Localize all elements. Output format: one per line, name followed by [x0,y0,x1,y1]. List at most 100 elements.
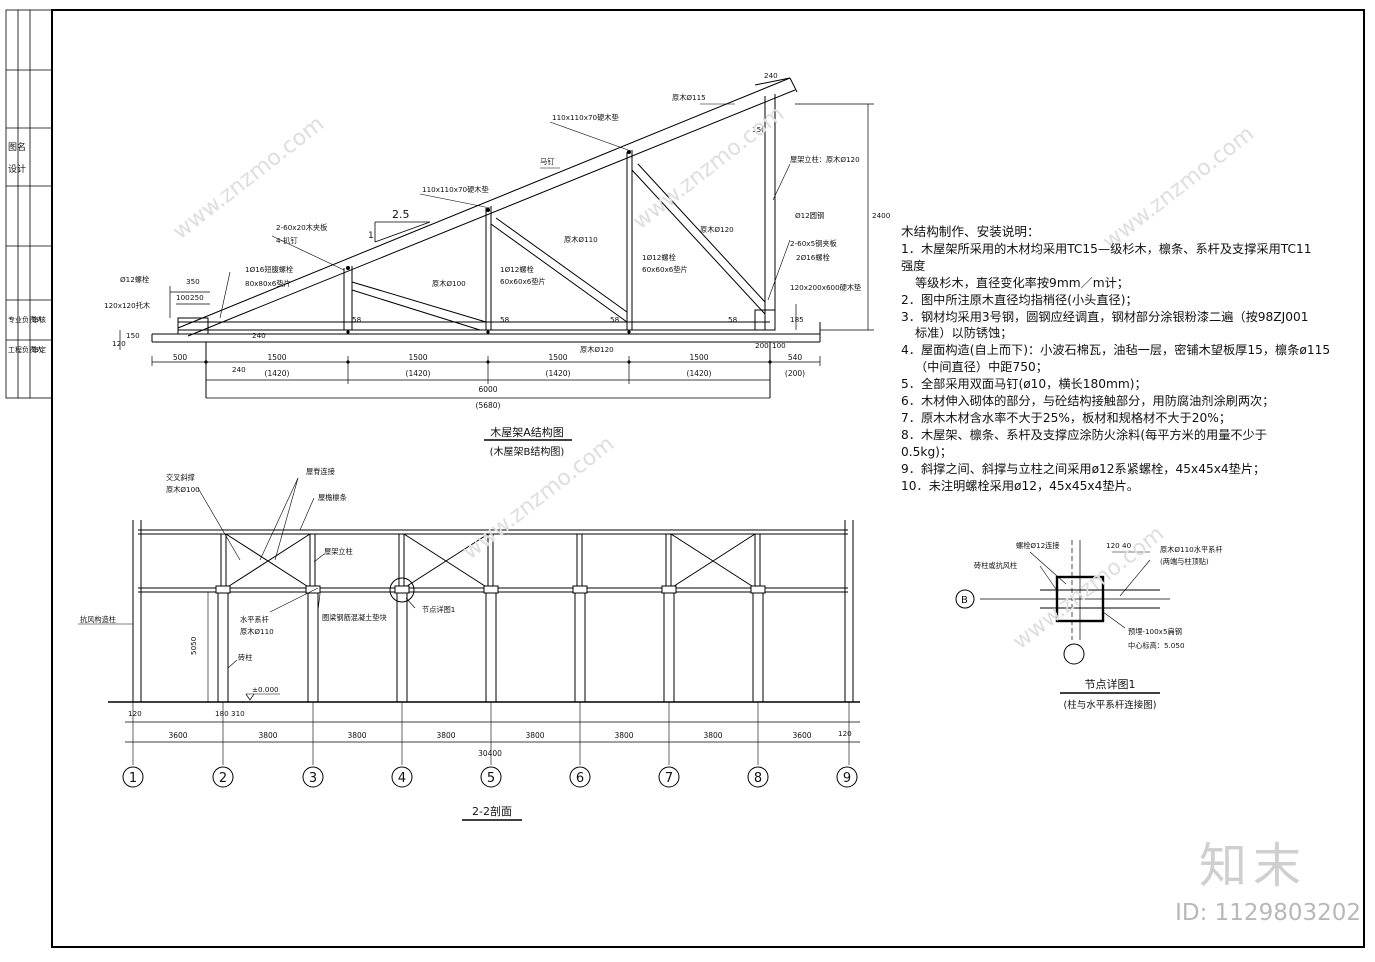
label-nail: 马钉 [540,157,554,166]
label-brace110: 原木Ø110 [564,235,598,244]
note-1: 1．木屋架所采用的木材均采用TC15—级杉木，檩条、系杆及支撑采用TC11 [901,241,1312,256]
sec-label-d120a: 120 [128,709,142,718]
truss-span-6: 540 [788,353,803,362]
tb-cell-6: 审定 [32,345,46,354]
note-4: 4．屋面构造(自上而下)：小波石棉瓦，油毡一层，密铺木望板厚15，檩条ø115 [901,343,1331,358]
truss-slope-unit: 1 [368,231,374,241]
truss-total: 6000 [478,385,497,394]
truss-nodes [204,150,772,364]
section-total-dim: 30400 [478,749,502,758]
axis-9: 9 [843,771,851,786]
sec-label-hz: 水平系杆 [240,615,269,624]
detail-label-tie: 原木Ø110水平系杆 [1160,545,1223,554]
axis-6: 6 [576,771,584,786]
axis-2: 2 [219,771,227,786]
axis-5: 5 [487,771,495,786]
detail-label-tie-sub: (两端与柱顶贴) [1160,557,1209,566]
note-3b: 标准）以防锈蚀； [915,326,1013,341]
label-dim-2400: 2400 [872,211,891,220]
note-8b: 0.5kg)； [901,444,953,459]
label-bolt12b: 1Ø12螺栓 [642,253,676,262]
label-bolt4: 4-扒钉 [276,236,298,245]
label-bolt2: 2Ø16螺栓 [796,253,830,262]
note-4b: （中间直径）中距750； [915,360,1048,375]
sec-label-d120b: 120 [838,729,852,738]
truss-slope: 2.5 [392,208,410,221]
note-6: 6．木材伸入砌体的部分，与砼结构接触部分，用防腐油剂涂刷两次； [901,394,1275,409]
note-1c: 等级杉木，直径变化率按9mm／m计； [915,275,1129,290]
label-pad12a: 60x60x6垫片 [500,277,546,286]
note-2: 2．图中所注原木直径均指梢径(小头直径)； [901,292,1138,307]
label-purlin-top: 原木Ø115 [672,93,706,102]
label-s150: 150 [752,125,766,134]
truss-top-dim-3: 250 [190,293,204,302]
bay-dim-5: 3800 [525,731,544,740]
label-s58b: 58 [610,315,620,324]
tb-cell-5: 审核 [32,315,46,324]
truss-sub-5: (200) [785,369,805,378]
truss-total-sub: (5680) [476,401,501,410]
truss-sub-3: (1420) [546,369,571,378]
label-round-bar: Ø12圆钢 [795,211,824,220]
sec-label-post: 屋架立柱 [324,547,353,556]
watermark-id: ID: 1129803202 [1175,900,1361,926]
truss-subtitle: (木屋架B结构图) [490,445,565,458]
label-pad12b: 60x60x6垫片 [642,265,688,274]
detail-drawing [955,540,1170,665]
tb-cell-1: 图名 [8,141,26,153]
sec-label-height: 5050 [189,636,198,655]
note-7: 7．原木木材含水率不大于25%，板材和规格材不大于20%； [901,410,1232,425]
note-1b: 强度 [901,258,926,273]
axis-8: 8 [754,771,762,786]
bay-dim-3: 3800 [347,731,366,740]
label-angle-a: 240 [232,365,246,374]
label-s58d: 58 [352,315,362,324]
bay-dim-7: 3800 [703,731,722,740]
label-bolt-left: Ø12螺栓 [120,275,149,284]
truss-title: 木屋架A结构图 [490,425,564,439]
sec-label-cross-sub: 原木Ø100 [166,485,200,494]
truss-sub-2: (1420) [406,369,431,378]
note-9: 9．斜撑之间、斜撑与立柱之间采用ø12系紧螺栓，45x45x4垫片； [901,461,1266,476]
label-dim-100: 100 [772,341,786,350]
label-side-plate: 2-60x5钢夹板 [790,239,837,248]
sec-label-hz-sub: 原木Ø110 [240,627,274,636]
label-brace120: 原木Ø120 [700,225,734,234]
sec-label-node: 节点详图1 [422,605,455,614]
sec-label-zero: ±0.000 [252,685,279,694]
note-10: 10．未注明螺栓采用ø12，45x45x4垫片。 [901,478,1139,493]
truss-top-dim-1: 350 [186,277,200,286]
section-columns [78,477,860,765]
axis-4: 4 [398,771,406,786]
truss-top-dim-4: 240 [764,71,778,80]
label-dim-200: 200 [755,341,769,350]
bay-dim-2: 3800 [258,731,277,740]
label-angle-b: 240 [252,331,266,340]
truss-span-2: 1500 [267,353,286,362]
sec-label-wind: 抗风构造柱 [80,615,116,624]
truss-span-5: 1500 [689,353,708,362]
notes-title: 木结构制作、安装说明： [901,224,1040,239]
label-dim-120: 120 [112,339,126,348]
label-bottom-chord: 原木Ø120 [580,345,614,354]
tb-cell-2: 设计 [8,163,26,175]
label-bolt12a: 1Ø12螺栓 [500,265,534,274]
label-dim-185: 185 [790,315,804,324]
truss-span-3: 1500 [408,353,427,362]
bay-dim-1: 3600 [168,731,187,740]
note-5: 5．全部采用双面马钉(ø10，横长180mm)； [901,377,1147,392]
detail-label-dim: 120 40 [1106,541,1132,550]
bay-dim-8: 3600 [792,731,811,740]
detail-label-embed: 预埋-100x5扁钢 [1128,627,1182,636]
truss-drawing [119,77,874,399]
bay-dim-6: 3800 [614,731,633,740]
axis-3: 3 [309,771,317,786]
detail-axis-b: B [961,595,968,606]
truss-span-1: 500 [173,353,188,362]
detail-title: 节点详图1 [1085,677,1136,691]
bay-dim-4: 3800 [436,731,455,740]
label-block2: 110x110x70硬木垫 [422,185,489,194]
detail-label-col: 砖柱或抗风柱 [974,561,1017,570]
detail-subtitle: (柱与水平系杆连接图) [1064,699,1157,711]
